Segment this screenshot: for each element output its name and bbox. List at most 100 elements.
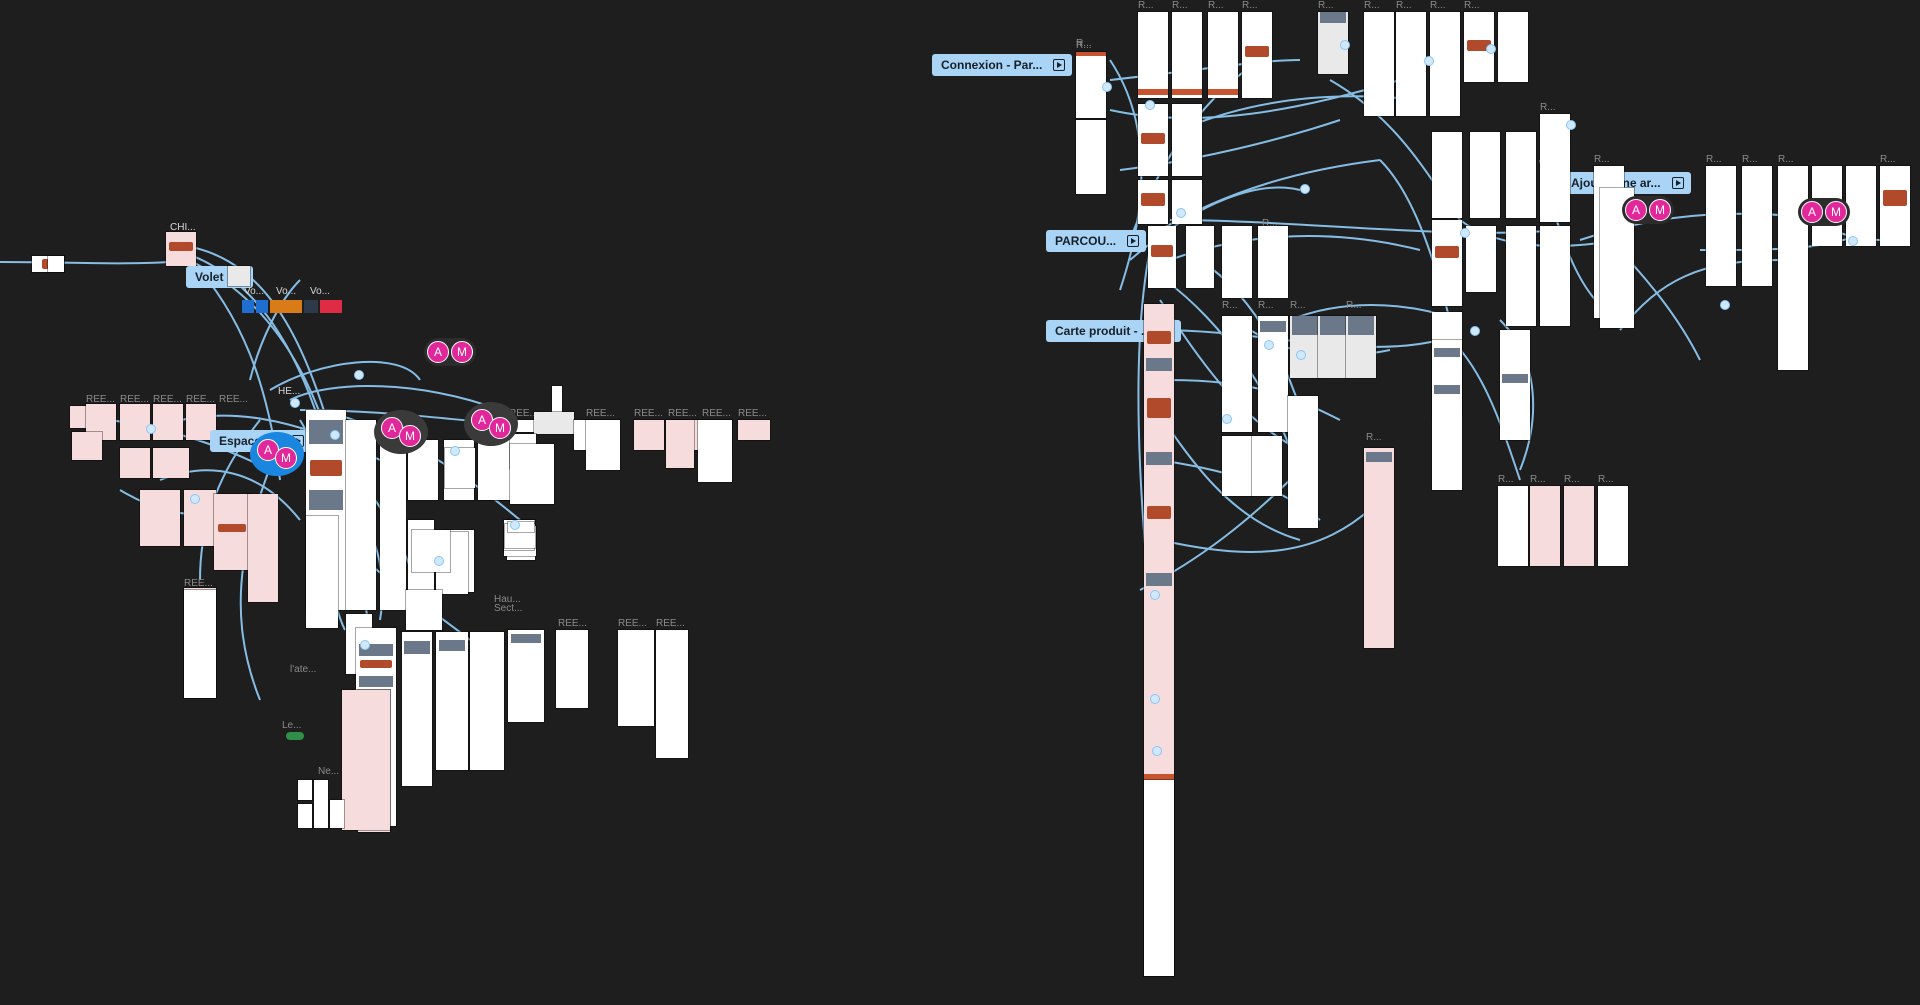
frame-thumbnail[interactable]: [1252, 436, 1282, 496]
frame-thumbnail[interactable]: [1138, 180, 1168, 224]
frame-thumbnail[interactable]: [552, 386, 562, 412]
frame-thumbnail[interactable]: [1540, 226, 1570, 326]
connection-node[interactable]: [1145, 100, 1155, 110]
frame-thumbnail[interactable]: [1846, 166, 1876, 246]
connection-node[interactable]: [1486, 44, 1496, 54]
frame-thumbnail[interactable]: [666, 420, 694, 468]
frame-thumbnail[interactable]: [1258, 316, 1288, 432]
frame-thumbnail[interactable]: [72, 432, 102, 460]
frame-thumbnail[interactable]: [342, 690, 390, 830]
connection-node[interactable]: [360, 640, 370, 650]
connection-node[interactable]: [1300, 184, 1310, 194]
connection-node[interactable]: [1720, 300, 1730, 310]
frame-thumbnail[interactable]: [556, 630, 588, 708]
frame-thumbnail[interactable]: [1432, 220, 1462, 306]
color-swatch[interactable]: [256, 300, 268, 313]
frame-thumbnail[interactable]: [436, 632, 468, 770]
frame-thumbnail[interactable]: [1430, 12, 1460, 116]
connection-node[interactable]: [146, 424, 156, 434]
frame-thumbnail[interactable]: [1432, 340, 1462, 490]
connection-node[interactable]: [1150, 694, 1160, 704]
frame-thumbnail[interactable]: [1288, 396, 1318, 528]
frame-thumbnail[interactable]: [1598, 486, 1628, 566]
frame-thumbnail[interactable]: [1318, 316, 1348, 378]
frame-thumbnail[interactable]: [402, 632, 432, 786]
frame-thumbnail[interactable]: [412, 530, 450, 572]
play-icon[interactable]: [1127, 235, 1140, 247]
frame-thumbnail[interactable]: [1138, 104, 1168, 176]
frame-thumbnail[interactable]: [1242, 12, 1272, 98]
frame-thumbnail[interactable]: [698, 420, 732, 482]
connection-node[interactable]: [1150, 590, 1160, 600]
frame-thumbnail[interactable]: [1148, 226, 1176, 288]
frame-thumbnail[interactable]: [120, 448, 150, 478]
frame-thumbnail[interactable]: [508, 630, 544, 722]
frame-thumbnail[interactable]: [1506, 226, 1536, 326]
frame-thumbnail[interactable]: [656, 630, 688, 758]
frame-thumbnail[interactable]: [314, 780, 328, 828]
component-set-frame[interactable]: [166, 232, 196, 266]
frame-thumbnail[interactable]: [1498, 12, 1528, 82]
color-swatch[interactable]: [320, 300, 342, 313]
frame-thumbnail[interactable]: [228, 266, 250, 286]
connection-node[interactable]: [1102, 82, 1112, 92]
frame-thumbnail[interactable]: [1222, 316, 1252, 432]
frame-thumbnail[interactable]: [1880, 166, 1910, 246]
collaborator-avatars[interactable]: A M: [374, 410, 428, 454]
color-swatch[interactable]: [242, 300, 254, 313]
frame-thumbnail[interactable]: [1172, 180, 1202, 224]
frame-thumbnail[interactable]: [1432, 132, 1462, 218]
frame-thumbnail[interactable]: [298, 780, 312, 800]
flow-starting-point-connexion[interactable]: Connexion - Par...: [932, 54, 1073, 76]
frame-thumbnail[interactable]: [214, 494, 250, 570]
frame-thumbnail[interactable]: [298, 804, 312, 828]
frame-thumbnail[interactable]: [184, 490, 216, 546]
connection-node[interactable]: [1460, 228, 1470, 238]
frame-thumbnail[interactable]: [248, 494, 278, 602]
frame-thumbnail[interactable]: [1172, 104, 1202, 176]
frame-long-page-bottom[interactable]: [1144, 780, 1174, 976]
connection-node[interactable]: [1340, 40, 1350, 50]
frame-thumbnail[interactable]: [1364, 448, 1394, 648]
frame-thumbnail[interactable]: [634, 420, 664, 450]
frame-thumbnail[interactable]: [406, 590, 442, 630]
frame-thumbnail[interactable]: [1138, 12, 1168, 98]
connection-node[interactable]: [1296, 350, 1306, 360]
flow-starting-point-parcours[interactable]: PARCOU...: [1046, 230, 1147, 252]
frame-thumbnail[interactable]: [1506, 132, 1536, 218]
frame-thumbnail[interactable]: [1530, 486, 1560, 566]
frame-thumbnail[interactable]: [586, 420, 620, 470]
frame-thumbnail[interactable]: [1290, 316, 1320, 378]
frame-thumbnail[interactable]: [346, 420, 376, 610]
connection-node[interactable]: [510, 520, 520, 530]
frame-thumbnail[interactable]: [1222, 436, 1252, 496]
collaborator-avatars[interactable]: A M: [1622, 196, 1674, 224]
color-swatch[interactable]: [304, 300, 318, 313]
connection-node[interactable]: [330, 430, 340, 440]
frame-thumbnail[interactable]: [306, 516, 338, 628]
frame-thumbnail[interactable]: [153, 448, 189, 478]
color-swatch[interactable]: [270, 300, 302, 313]
frame-thumbnail[interactable]: [1346, 316, 1376, 378]
frame-thumbnail[interactable]: [1364, 12, 1394, 116]
connection-node[interactable]: [1848, 236, 1858, 246]
connection-node[interactable]: [354, 370, 364, 380]
frame-thumbnail[interactable]: [618, 630, 654, 726]
frame-thumbnail[interactable]: [48, 256, 64, 272]
frame-thumbnail[interactable]: [1500, 330, 1530, 440]
play-icon[interactable]: [1053, 59, 1066, 71]
connection-node[interactable]: [1424, 56, 1434, 66]
collaborator-avatars-selected[interactable]: A M: [250, 432, 304, 476]
frame-thumbnail[interactable]: [510, 444, 554, 504]
connection-node[interactable]: [450, 446, 460, 456]
frame-thumbnail[interactable]: [1186, 226, 1214, 288]
connection-node[interactable]: [190, 494, 200, 504]
connection-node[interactable]: [1152, 746, 1162, 756]
play-icon[interactable]: [1671, 177, 1684, 189]
frame-thumbnail[interactable]: [1222, 226, 1252, 298]
frame-thumbnail[interactable]: [1706, 166, 1736, 286]
connection-node[interactable]: [1222, 414, 1232, 424]
frame-thumbnail[interactable]: [184, 590, 216, 698]
frame-thumbnail[interactable]: [1396, 12, 1426, 116]
